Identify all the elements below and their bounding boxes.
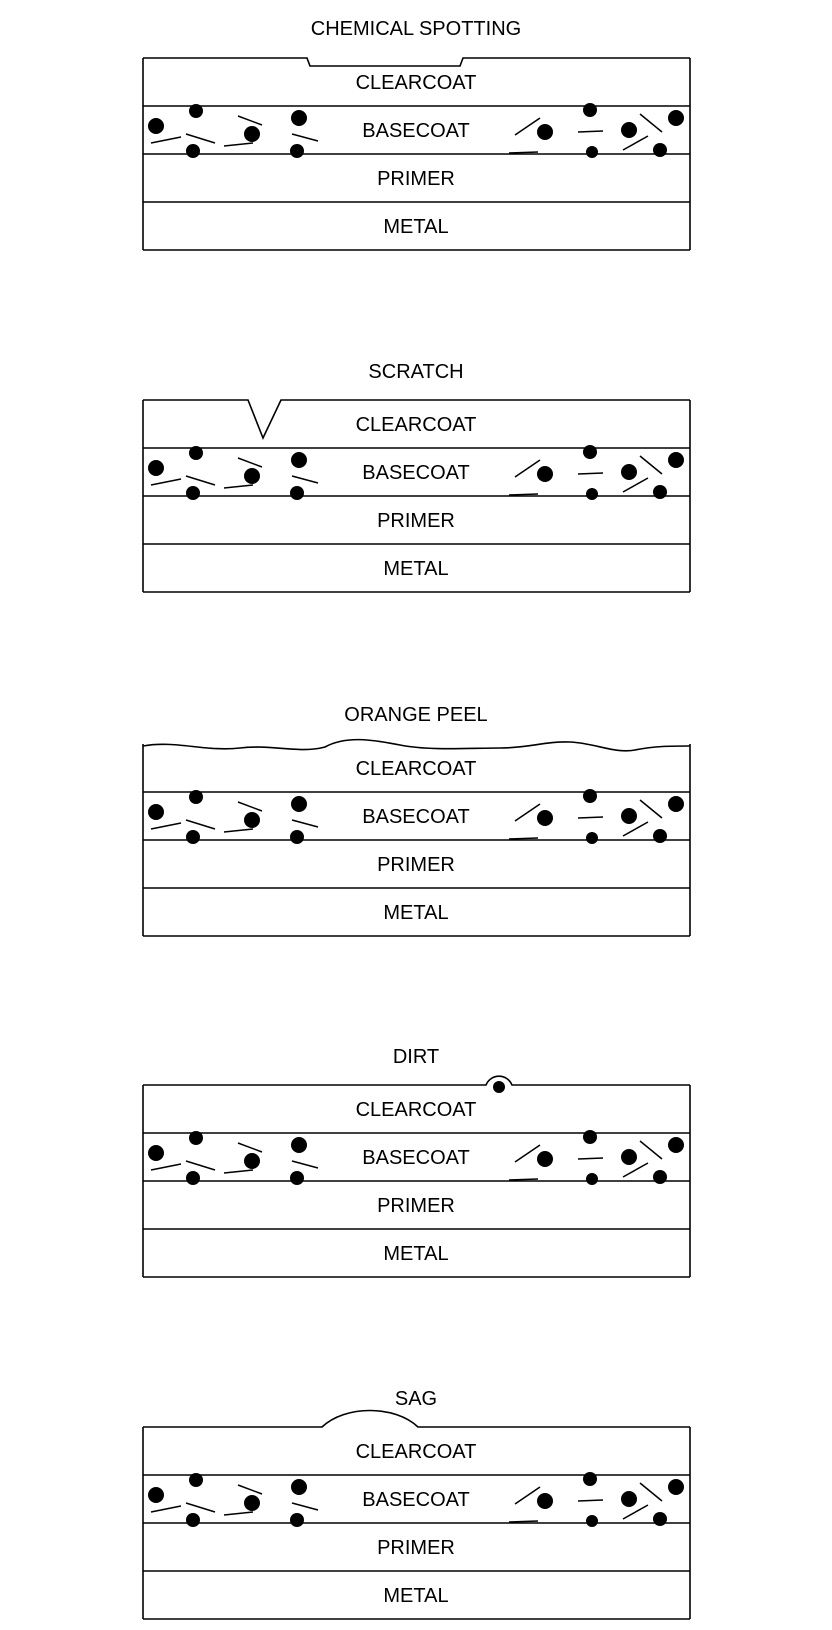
layer-label-metal: METAL [383, 902, 448, 924]
clearcoat-surface [142, 738, 691, 752]
clearcoat-surface [143, 57, 690, 67]
layer-label-clearcoat: CLEARCOAT [356, 758, 477, 780]
diagram-title: SCRATCH [368, 361, 463, 383]
layer-label-primer: PRIMER [377, 854, 455, 876]
layer-label-primer: PRIMER [377, 168, 455, 190]
layer-label-basecoat: BASECOAT [362, 120, 469, 142]
clearcoat-surface [143, 1409, 690, 1428]
clearcoat-surface [143, 1075, 690, 1086]
clearcoat-surface [143, 399, 690, 441]
diagram-title: ORANGE PEEL [344, 704, 487, 726]
diagram-title: SAG [395, 1388, 437, 1410]
layer-label-clearcoat: CLEARCOAT [356, 414, 477, 436]
diagram-chemical-spotting: CHEMICAL SPOTTING CLEARCOAT BASECOAT PRIMER… [142, 18, 691, 251]
layer-label-basecoat: BASECOAT [362, 1489, 469, 1511]
layer-label-primer: PRIMER [377, 1537, 455, 1559]
layer-label-metal: METAL [383, 1243, 448, 1265]
diagram-sag: SAG CLEARCOAT BASECOAT PRIMER METAL [142, 1388, 691, 1620]
layer-label-clearcoat: CLEARCOAT [356, 1441, 477, 1463]
layer-label-metal: METAL [383, 1585, 448, 1607]
layer-label-primer: PRIMER [377, 1195, 455, 1217]
layer-label-basecoat: BASECOAT [362, 462, 469, 484]
layer-label-basecoat: BASECOAT [362, 806, 469, 828]
layer-label-clearcoat: CLEARCOAT [356, 72, 477, 94]
diagram-title: CHEMICAL SPOTTING [311, 18, 521, 40]
layer-label-clearcoat: CLEARCOAT [356, 1099, 477, 1121]
layer-label-metal: METAL [383, 216, 448, 238]
diagram-scratch: SCRATCH CLEARCOAT BASECOAT PRIMER METAL [142, 361, 691, 593]
dirt-particle [493, 1081, 505, 1093]
diagram-orange-peel: ORANGE PEEL CLEARCOAT BASECOAT PRIMER METAL [142, 704, 691, 937]
diagram-title: DIRT [393, 1046, 439, 1068]
layer-label-metal: METAL [383, 558, 448, 580]
layer-label-primer: PRIMER [377, 510, 455, 532]
diagram-dirt: DIRT CLEARCOAT BASECOAT PRIMER METAL [142, 1046, 691, 1278]
layer-label-basecoat: BASECOAT [362, 1147, 469, 1169]
